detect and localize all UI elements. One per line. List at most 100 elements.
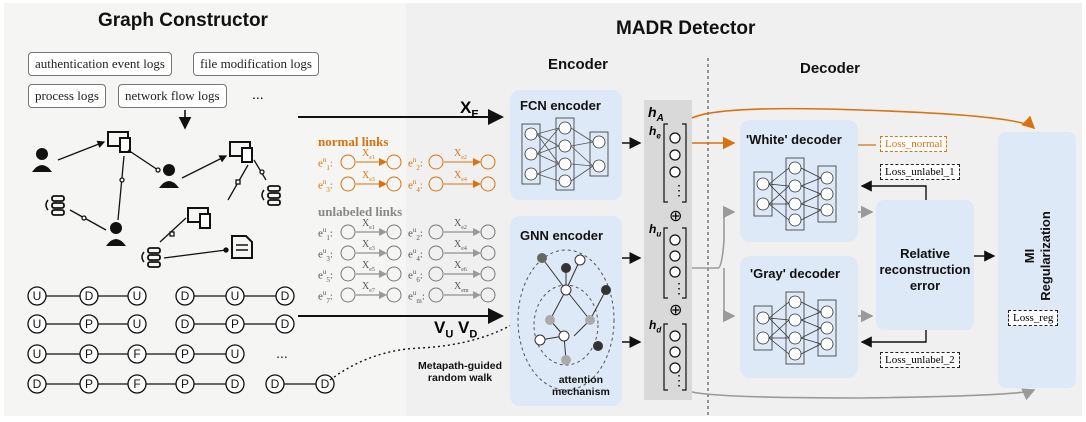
mi-regularization-label: MI Regularization [1022,211,1053,301]
metapath-node: P [181,347,189,361]
logs-ellipsis: ... [252,86,264,102]
unlabeled-link-e3: eu3: [318,247,333,263]
fcn-network-icon [521,117,609,191]
normal-feature-label: Xe1 [362,148,375,161]
unlabeled-feature-label: Xe2 [454,218,467,231]
hu-label: hu [649,222,662,239]
he-label: he [649,124,661,141]
xe-label: XE [460,98,479,121]
metapath-rows: U D U D U D U P U D P D U P F P U D P F … [27,286,335,394]
unlabeled-feature-label: Xe7 [362,281,375,294]
process-icon [141,247,161,268]
file-icon [231,235,253,259]
normal-link-e1: en1: [318,156,333,172]
unlabeled-feature-label: Xe3 [362,239,375,252]
computer-icon [187,207,211,229]
metapath-node: D [33,377,42,391]
unlabeled-link-e6: eu6: [408,268,423,284]
unlabeled-link-rows [340,224,496,303]
metapath-node: P [231,317,239,331]
white-decoder-label: 'White' decoder [746,132,842,147]
process-icon [45,195,65,216]
metapath-node: U [33,317,42,331]
unlabeled-link-e2: eu2: [408,226,423,242]
vdots-icon: ⋮ [672,372,686,388]
relative-error-label: Relative reconstruction error [879,246,971,293]
normal-link-e3: en3: [318,178,333,194]
user-icon [32,148,52,172]
log-box-file-modification: file modification logs [193,52,319,76]
metapath-node: D [281,317,290,331]
metapath-node: D [231,377,240,391]
unlabeled-feature-label: Xe1 [362,218,375,231]
unlabeled-feature-label: Xe4 [454,239,467,252]
computer-icon [229,141,253,163]
metapath-ellipsis: ... [276,345,288,361]
vdots-icon: ⋮ [672,280,686,296]
metapath-node: D [181,289,190,303]
metapath-node: D [321,377,330,391]
concat-icon: ⊕ [669,208,683,225]
madr-detector-title: MADR Detector [616,18,756,39]
metapath-node: D [271,377,280,391]
normal-link-e4: en4: [408,178,423,194]
metapath-node: U [231,289,240,303]
process-icon [261,185,281,206]
metapath-node: U [33,289,42,303]
relative-error-box [876,200,974,330]
embedding-vectors [663,123,687,391]
gnn-encoder-label: GNN encoder [520,228,604,243]
unlabeled-link-e4: eu4: [408,247,423,263]
hd-label: hd [649,318,662,335]
metapath-node: U [133,289,142,303]
unlabeled-link-e1: eu1: [318,226,333,242]
user-icon [106,222,126,246]
vdots-icon: ⋮ [672,182,686,198]
normal-link-rows [340,154,496,192]
ha-column [644,100,692,400]
loss-unlabel-1-box: Loss_unlabel_1 [880,164,960,180]
user-icon [159,164,179,188]
decoder-title: Decoder [800,60,861,77]
gray-decoder-network-icon [753,291,837,365]
metapath-walk-label: Metapath-guided random walk [418,360,502,384]
metapath-node: D [281,289,290,303]
metapath-node: P [85,347,93,361]
metapath-node: U [133,317,142,331]
metapath-node: U [33,347,42,361]
attention-mechanism-label: attention mechanism [552,374,610,398]
white-decoder-network-icon [753,157,837,231]
unlabeled-feature-label: Xem [454,281,469,294]
metapath-node: D [85,289,94,303]
gray-decoder-label: 'Gray' decoder [750,266,840,281]
metapath-node: F [133,347,140,361]
metapath-node: P [85,377,93,391]
log-box-process: process logs [28,84,106,108]
unlabeled-link-e5: eu5: [318,268,333,284]
unlabeled-feature-label: Xe5 [362,260,375,273]
computer-icon [107,131,131,153]
unlabeled-link-e7: eu7: [318,289,333,305]
metapath-dotted-line [329,319,521,381]
log-box-authentication: authentication event logs [28,52,172,76]
ha-label: hA [648,104,664,124]
normal-links-label: normal links [318,134,389,149]
loss-reg-box: Loss_reg [1008,310,1059,326]
normal-feature-label: Xe3 [362,170,375,183]
loss-normal-box: Loss_normal [880,136,948,152]
normal-feature-label: Xe4 [454,170,467,183]
metapath-node: D [181,317,190,331]
normal-link-e2: en2: [408,156,423,172]
metapath-node: P [85,317,93,331]
concat-icon: ⊕ [669,302,683,319]
metapath-node: P [181,377,189,391]
unlabeled-link-em: eum: [408,289,425,305]
gnn-graph-icon [517,249,615,391]
graph-edges [57,140,267,259]
metapath-node: F [133,377,140,391]
graph-constructor-title: Graph Constructor [98,10,268,31]
vu-vd-label: VU VD [434,318,478,341]
unlabeled-links-label: unlabeled links [318,204,403,219]
loss-unlabel-2-box: Loss_unlabel_2 [880,352,960,368]
